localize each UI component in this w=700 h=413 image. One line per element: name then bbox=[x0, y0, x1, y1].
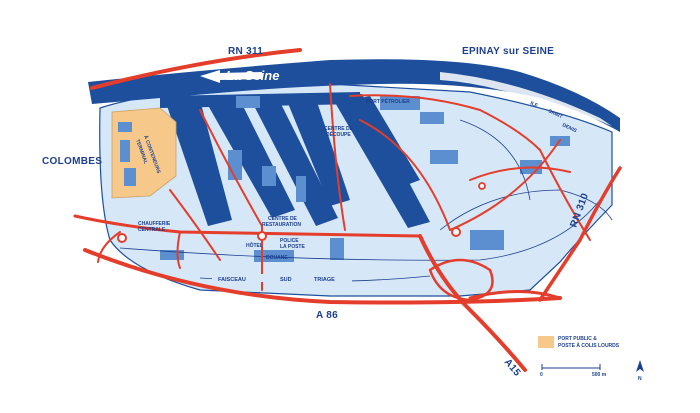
building bbox=[420, 112, 444, 124]
port-road bbox=[199, 109, 263, 227]
north-label: N bbox=[638, 376, 642, 382]
colombes-label: COLOMBES bbox=[42, 156, 102, 167]
docks bbox=[160, 92, 430, 228]
douane-label: DOUANE bbox=[266, 255, 288, 261]
a86-label: A 86 bbox=[316, 310, 338, 321]
faisceau-label: FAISCEAU bbox=[218, 277, 246, 283]
legend: PORT PUBLIC & POSTE À COLIS LOURDS bbox=[538, 336, 620, 349]
faisceau-banner bbox=[212, 274, 352, 282]
a86-motorway bbox=[83, 248, 562, 305]
building bbox=[160, 250, 184, 260]
port-road bbox=[176, 231, 181, 269]
police-label: POLICE bbox=[280, 238, 299, 244]
building bbox=[262, 166, 276, 186]
rn-311-road bbox=[90, 48, 302, 90]
scale-start-label: 0 bbox=[540, 372, 543, 378]
legend-swatch bbox=[538, 336, 554, 348]
building bbox=[330, 238, 344, 260]
river-label: La Seine bbox=[226, 68, 279, 83]
centre-restauration-label: CENTRE DE bbox=[268, 216, 298, 222]
port-road bbox=[539, 149, 591, 241]
building bbox=[236, 96, 260, 108]
roundabout bbox=[117, 233, 127, 243]
a15-label: A15 bbox=[502, 357, 523, 379]
ile-saint-denis bbox=[440, 72, 612, 126]
building bbox=[380, 96, 420, 110]
port-petrolier-label: PORT PÉTROLIER bbox=[366, 97, 410, 105]
ile-label: ILE bbox=[529, 100, 539, 109]
dock-3 bbox=[250, 98, 338, 226]
la-poste-label: LA POSTE bbox=[280, 244, 305, 250]
centre-restauration-label-2: RESTAURATION bbox=[262, 222, 301, 228]
building bbox=[254, 250, 294, 262]
sud-label: SUD bbox=[280, 277, 292, 283]
chaufferie-label-2: CENTRALE bbox=[138, 227, 166, 233]
building bbox=[430, 150, 458, 164]
port-road bbox=[359, 119, 451, 231]
legend-line-2: POSTE À COLIS LOURDS bbox=[558, 342, 620, 349]
main-road bbox=[73, 214, 422, 238]
building bbox=[470, 230, 504, 250]
rail-line bbox=[459, 119, 531, 201]
centre-decoupe-label: CENTRE DE bbox=[324, 126, 354, 132]
port-road bbox=[169, 189, 221, 261]
centre-decoupe-label-2: DÉCOUPE bbox=[326, 130, 351, 138]
interchange-loop bbox=[468, 290, 562, 300]
port-road bbox=[469, 166, 571, 181]
chaufferie-label: CHAUFFERIE bbox=[138, 221, 171, 227]
river-flow-arrow-icon bbox=[200, 70, 262, 83]
saint-label: SAINT bbox=[547, 108, 563, 120]
roundabout bbox=[451, 227, 461, 237]
north-arrow-icon: N bbox=[636, 360, 644, 382]
north-arrow-shape bbox=[636, 360, 644, 372]
dock-4 bbox=[285, 96, 350, 206]
port-road bbox=[449, 139, 561, 231]
roundabout bbox=[478, 182, 486, 190]
building bbox=[296, 176, 306, 202]
dock-2 bbox=[205, 100, 295, 218]
building bbox=[118, 122, 132, 132]
scale-bar: 0 500 m bbox=[540, 364, 607, 378]
roundabout bbox=[257, 231, 267, 241]
building bbox=[124, 168, 136, 186]
hotel-label: HÔTEL bbox=[246, 241, 263, 249]
port-road bbox=[329, 83, 346, 231]
building bbox=[120, 140, 130, 162]
interchange-loop bbox=[428, 258, 494, 302]
port-road bbox=[349, 94, 541, 151]
dock-1 bbox=[165, 100, 232, 226]
triage-label: TRIAGE bbox=[314, 277, 335, 283]
epinay-label: EPINAY sur SEINE bbox=[462, 46, 554, 57]
rn-311-label: RN 311 bbox=[228, 46, 263, 57]
scale-end-label: 500 m bbox=[592, 372, 607, 378]
port-road bbox=[97, 231, 121, 263]
a15-motorway bbox=[418, 234, 527, 372]
dock-5 bbox=[330, 94, 430, 228]
legend-line-1: PORT PUBLIC & bbox=[558, 336, 597, 342]
dock-6 bbox=[352, 96, 420, 186]
rn-310-road bbox=[538, 166, 622, 302]
